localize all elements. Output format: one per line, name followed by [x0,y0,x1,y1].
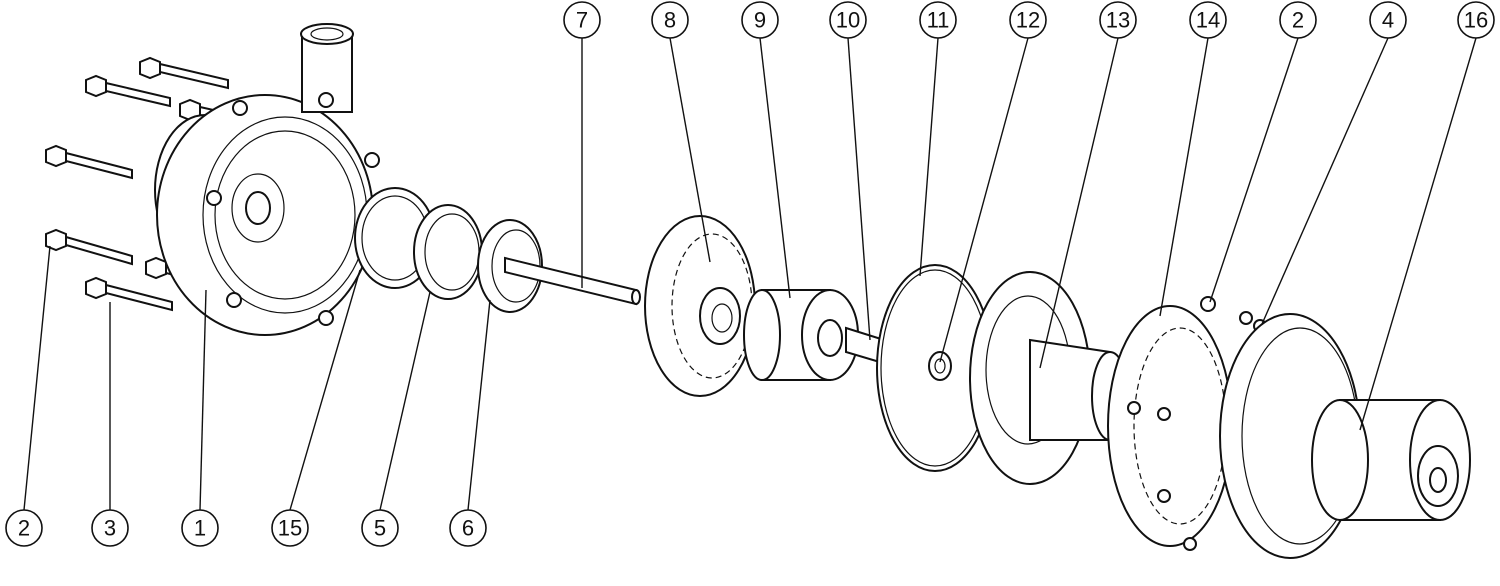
callout-3: 3 [91,509,129,547]
callout-16: 16 [1457,1,1495,39]
washer [928,351,952,381]
callout-12: 12 [1009,1,1047,39]
callout-label: 15 [278,516,302,541]
callout-11: 11 [919,1,957,39]
leader-line [919,37,939,277]
callout-2-top: 2 [1279,1,1317,39]
containment-shell [969,271,1129,485]
callout-10: 10 [829,1,867,39]
leader-line [759,37,791,299]
bolt-group [45,56,229,312]
callout-label: 2 [18,516,30,541]
leader-line [379,291,431,511]
bolt [45,144,133,180]
pump-casing [154,23,380,336]
callout-4: 4 [1369,1,1407,39]
callout-label: 12 [1016,8,1040,33]
leader-line [1209,37,1299,303]
bolt [85,276,173,312]
leader-line [939,37,1029,363]
shaft [504,256,641,306]
callout-label: 9 [754,8,766,33]
leader-line [1359,37,1477,431]
callout-8: 8 [651,1,689,39]
leader-lines [23,37,1477,511]
magnet-carrier [743,289,859,381]
bolt [139,56,229,90]
bolt [45,228,133,266]
leader-line [1261,37,1389,325]
callout-label: 6 [462,516,474,541]
callout-6: 6 [449,509,487,547]
callout-7: 7 [563,1,601,39]
callout-label: 8 [664,8,676,33]
callout-label: 10 [836,8,860,33]
callout-label: 11 [927,8,950,33]
leader-line [199,289,207,511]
motor-adapter [1107,296,1267,551]
callout-label: 1 [194,516,206,541]
callout-5: 5 [361,509,399,547]
leader-line [467,299,491,511]
callout-13: 13 [1099,1,1137,39]
callout-1: 1 [181,509,219,547]
callout-label: 5 [374,516,386,541]
leader-line [669,37,711,263]
leader-line [23,245,51,511]
callout-label: 4 [1382,8,1394,33]
callout-2-bottom: 2 [5,509,43,547]
callout-label: 2 [1292,8,1304,33]
callout-label: 3 [104,516,116,541]
wear-ring [413,204,483,300]
leader-line [1159,37,1209,317]
callout-14: 14 [1189,1,1227,39]
callout-label: 14 [1196,8,1220,33]
motor [1219,313,1471,559]
callout-label: 16 [1464,8,1488,33]
impeller [644,215,756,397]
leader-line [289,269,361,511]
bolt [85,74,171,108]
leader-line [1039,37,1119,369]
callout-label: 7 [576,8,588,33]
callout-label: 13 [1106,8,1130,33]
callout-15: 15 [271,509,309,547]
callout-9: 9 [741,1,779,39]
leader-line [847,37,871,341]
